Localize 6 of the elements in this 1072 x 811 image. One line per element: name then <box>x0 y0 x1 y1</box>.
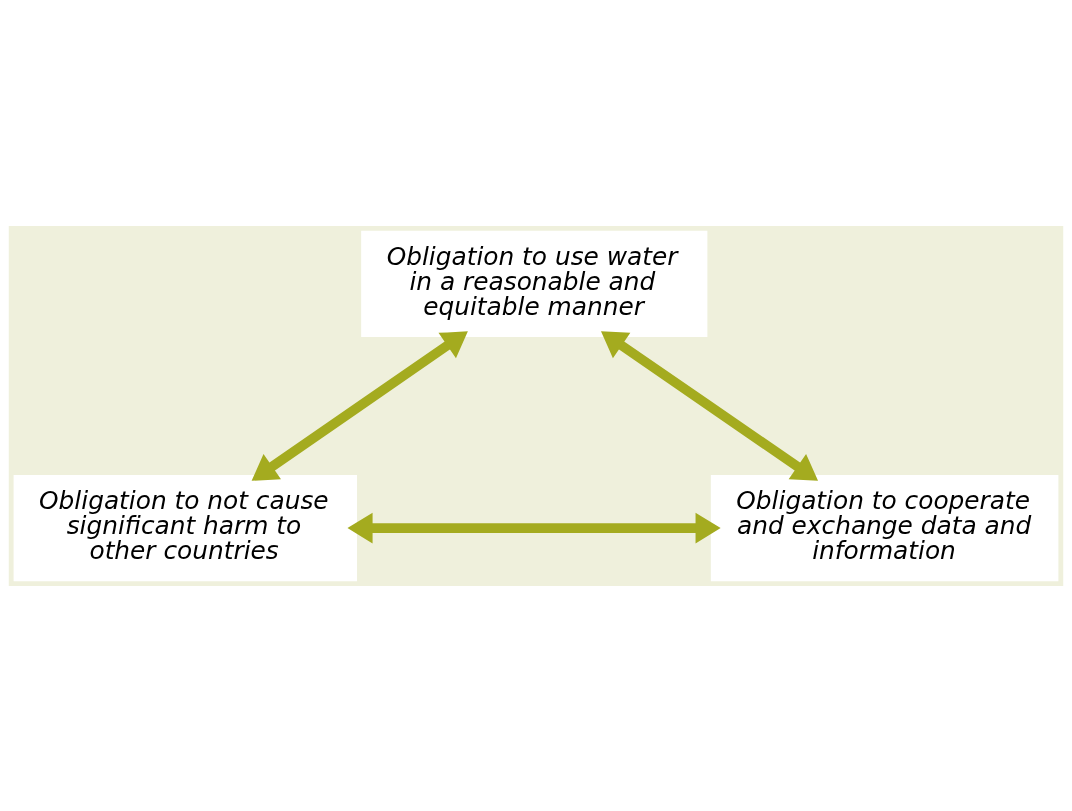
node-box: Obligation to not cause significant harm to other countries <box>13 474 358 581</box>
node-box: Obligation to cooperate and exchange data and information <box>710 474 1059 581</box>
node-box: Obligation to use water in a reasonable and equitable manner <box>361 230 708 337</box>
arrow <box>347 512 721 543</box>
arrow <box>251 330 468 481</box>
arrow <box>600 330 819 481</box>
